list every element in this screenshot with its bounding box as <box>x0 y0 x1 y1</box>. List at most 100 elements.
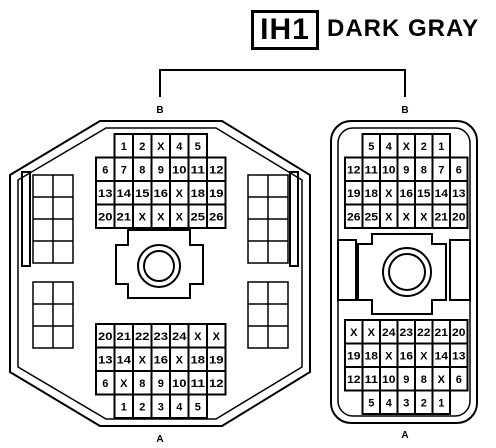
pin-number: 14 <box>435 350 449 362</box>
pin-number: 6 <box>102 378 108 390</box>
pin-number: 9 <box>403 374 409 386</box>
pin-number: 19 <box>209 188 224 200</box>
pin-empty-mark: X <box>420 211 428 223</box>
right-side-rail <box>289 171 299 267</box>
pin-number: 26 <box>347 211 361 223</box>
right-connector-outer <box>330 120 478 424</box>
cavity-block-left-lower <box>32 281 74 349</box>
pin-number: 21 <box>435 327 449 339</box>
pin-empty-mark: X <box>350 327 358 339</box>
pin-number: 12 <box>209 164 224 176</box>
pin-number: 16 <box>400 188 414 200</box>
connector-code-label: IH1 <box>251 10 319 50</box>
pin-number: 19 <box>209 354 224 366</box>
pin-empty-mark: X <box>420 350 428 362</box>
pin-number: 14 <box>117 354 133 366</box>
pin-number: 21 <box>117 211 132 223</box>
pin-number: 12 <box>347 164 361 176</box>
pin-number: 22 <box>135 331 150 343</box>
pin-number: 11 <box>365 374 379 386</box>
pin-number: 5 <box>195 141 201 153</box>
pin-number: 20 <box>452 211 466 223</box>
pin-number: 3 <box>403 397 409 409</box>
pin-number: 16 <box>154 354 169 366</box>
pin-empty-mark: X <box>385 188 393 200</box>
pin-number: 23 <box>400 327 414 339</box>
pin-number: 2 <box>421 397 427 409</box>
pin-number: 1 <box>121 401 127 413</box>
pin-number: 7 <box>438 164 444 176</box>
pin-number: 23 <box>154 331 169 343</box>
left-latch-ring-outer <box>137 244 181 288</box>
pin-number: 16 <box>400 350 414 362</box>
pin-number: 10 <box>382 164 396 176</box>
pin-number: 18 <box>365 350 379 362</box>
right-connector <box>330 120 478 424</box>
left-connector-inner <box>17 127 303 420</box>
pin-number: 10 <box>172 164 187 176</box>
pin-number: 15 <box>417 188 431 200</box>
pin-empty-mark: X <box>438 374 446 386</box>
right-latch-slot-left <box>337 239 357 301</box>
pin-number: 20 <box>98 211 113 223</box>
label-right-bottom: A <box>401 430 408 441</box>
left-side-rail <box>21 171 31 267</box>
pin-cavity <box>206 203 227 229</box>
pin-number: 2 <box>139 401 145 413</box>
pin-number: 1 <box>438 141 444 153</box>
pin-number: 1 <box>121 141 127 153</box>
pin-number: 20 <box>452 327 466 339</box>
pin-cavity <box>449 366 469 392</box>
pin-empty-mark: X <box>139 354 147 366</box>
pin-number: 13 <box>98 188 113 200</box>
pin-empty-mark: X <box>403 141 411 153</box>
pin-empty-mark: X <box>176 211 184 223</box>
pin-number: 5 <box>195 401 201 413</box>
pin-number: 25 <box>191 211 206 223</box>
pin-number: 11 <box>365 164 379 176</box>
left-connector <box>9 120 311 427</box>
pin-number: 14 <box>435 188 449 200</box>
pin-number: 8 <box>139 378 145 390</box>
pin-number: 26 <box>209 211 224 223</box>
pin-number: 2 <box>421 141 427 153</box>
pin-number: 9 <box>403 164 409 176</box>
pin-number: 15 <box>135 188 150 200</box>
pin-cavity <box>449 203 469 229</box>
pin-number: 9 <box>158 164 164 176</box>
connector-color-label: DARK GRAY <box>327 15 480 42</box>
pin-empty-mark: X <box>157 211 165 223</box>
left-latch <box>115 229 204 299</box>
pin-number: 13 <box>452 350 466 362</box>
pin-number: 2 <box>139 141 145 153</box>
pin-empty-mark: X <box>368 327 376 339</box>
left-side-cavities <box>32 174 289 349</box>
pin-number: 18 <box>191 354 206 366</box>
pin-number: 13 <box>98 354 113 366</box>
pin-number: 24 <box>382 327 396 339</box>
label-left-top: B <box>156 105 163 116</box>
pin-number: 19 <box>347 350 361 362</box>
pin-empty-mark: X <box>385 350 393 362</box>
pin-number: 20 <box>98 331 113 343</box>
label-left-bottom: A <box>156 434 163 445</box>
pin-number: 1 <box>438 397 444 409</box>
pin-empty-mark: X <box>157 141 165 153</box>
pin-number: 8 <box>139 164 145 176</box>
pin-number: 18 <box>365 188 379 200</box>
cavity-block-left-upper <box>32 174 74 264</box>
left-latch-ring-inner <box>143 250 175 282</box>
pin-number: 21 <box>435 211 449 223</box>
pin-number: 6 <box>102 164 108 176</box>
right-latch-slot-right <box>449 239 471 301</box>
pin-number: 7 <box>121 164 127 176</box>
pin-number: 24 <box>172 331 188 343</box>
pin-number: 12 <box>209 378 224 390</box>
pin-number: 9 <box>158 378 164 390</box>
pin-number: 16 <box>154 188 169 200</box>
pin-number: 22 <box>417 327 431 339</box>
